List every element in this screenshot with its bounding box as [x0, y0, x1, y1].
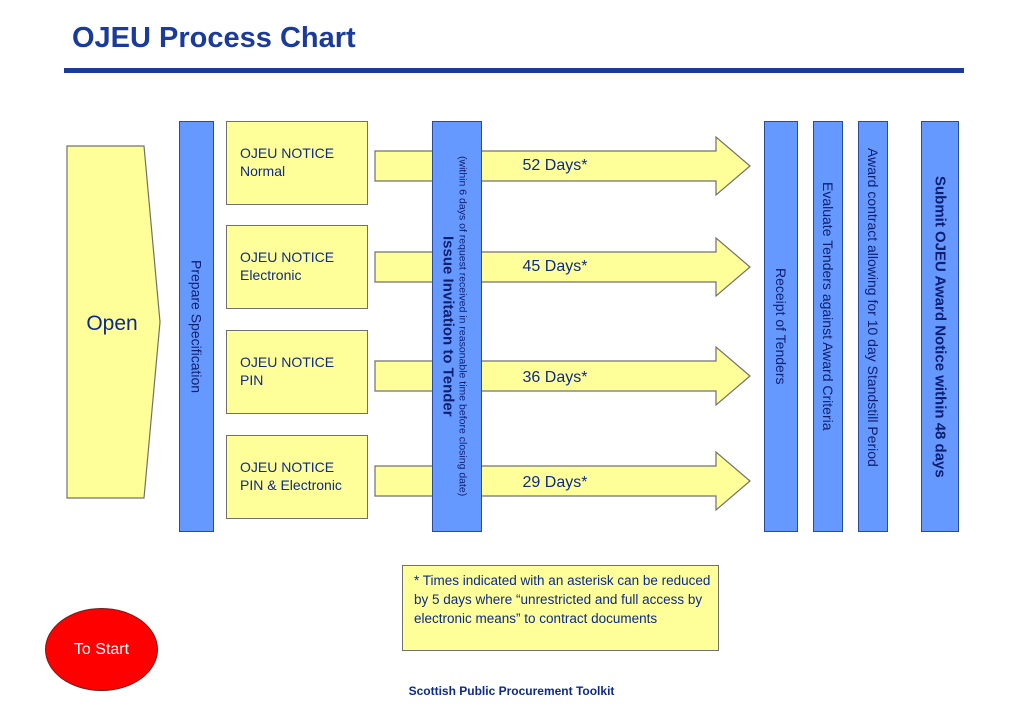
prepare-specification-bar: Prepare Specification — [179, 121, 214, 532]
receipt-of-tenders-label: Receipt of Tenders — [773, 268, 789, 385]
issue-invitation-subtitle: (within 6 days of request received in re… — [456, 156, 469, 497]
receipt-of-tenders-bar: Receipt of Tenders — [764, 121, 798, 532]
notice-title: OJEU NOTICE — [240, 249, 335, 265]
notice-title: OJEU NOTICE — [240, 459, 335, 475]
submit-award-notice-bar: Submit OJEU Award Notice within 48 days — [921, 121, 959, 532]
open-label: Open — [86, 312, 138, 335]
award-contract-bar: Award contract allowing for 10 day Stand… — [858, 121, 888, 532]
footnote-box: * Times indicated with an asterisk can b… — [402, 565, 719, 651]
notice-type: Electronic — [240, 267, 302, 283]
days-label-normal: 52 Days* — [522, 157, 588, 174]
notice-box-pin: OJEU NOTICE PIN — [226, 330, 368, 414]
issue-invitation-bar: Issue Invitation to Tender (within 6 day… — [432, 121, 482, 532]
days-label-pin-electronic: 29 Days* — [522, 474, 588, 491]
notice-title: OJEU NOTICE — [240, 354, 335, 370]
evaluate-tenders-label: Evaluate Tenders against Award Criteria — [820, 182, 836, 431]
award-contract-label: Award contract allowing for 10 day Stand… — [865, 148, 881, 467]
notice-box-normal: OJEU NOTICE Normal — [226, 121, 368, 205]
title-underline — [64, 68, 964, 73]
to-start-button[interactable]: To Start — [45, 608, 158, 691]
footer-text: Scottish Public Procurement Toolkit — [408, 684, 615, 698]
submit-award-notice-label: Submit OJEU Award Notice within 48 days — [931, 175, 949, 478]
notice-type: PIN & Electronic — [240, 477, 342, 493]
page-title: OJEU Process Chart — [72, 22, 356, 54]
days-label-pin: 36 Days* — [522, 369, 588, 386]
notice-type: PIN — [240, 372, 264, 388]
notice-box-pin-electronic: OJEU NOTICE PIN & Electronic — [226, 435, 368, 519]
issue-invitation-title: Issue Invitation to Tender — [439, 236, 457, 417]
notice-type: Normal — [240, 163, 286, 179]
days-label-electronic: 45 Days* — [522, 258, 588, 275]
evaluate-tenders-bar: Evaluate Tenders against Award Criteria — [813, 121, 843, 532]
open-pentagon-shape — [66, 145, 161, 499]
notice-title: OJEU NOTICE — [240, 145, 335, 161]
prepare-specification-label: Prepare Specification — [188, 259, 205, 394]
notice-box-electronic: OJEU NOTICE Electronic — [226, 225, 368, 309]
